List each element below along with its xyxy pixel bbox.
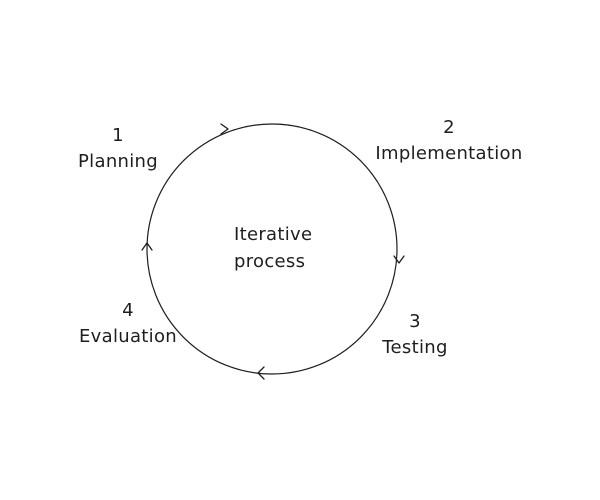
step-implementation: 2 Implementation [362, 115, 536, 167]
center-label-line2: process [234, 251, 306, 272]
step-number: 3 [409, 311, 421, 332]
step-number: 2 [443, 117, 455, 138]
step-number: 4 [122, 300, 134, 321]
arrow-top-icon [220, 123, 229, 135]
arrow-right-icon [393, 255, 405, 264]
center-label-line1: Iterative [234, 224, 313, 245]
step-planning: 1 Planning [68, 123, 168, 175]
step-evaluation: 4 Evaluation [66, 298, 190, 350]
step-name: Planning [78, 151, 158, 172]
step-name: Implementation [375, 143, 523, 164]
step-testing: 3 Testing [360, 309, 470, 361]
cycle-circle [146, 123, 398, 375]
step-name: Evaluation [79, 326, 177, 347]
arrow-bottom-icon [257, 366, 265, 380]
step-name: Testing [382, 337, 448, 358]
step-number: 1 [112, 125, 124, 146]
arrow-left-icon [141, 242, 153, 251]
center-label: Iterative process [234, 221, 312, 275]
